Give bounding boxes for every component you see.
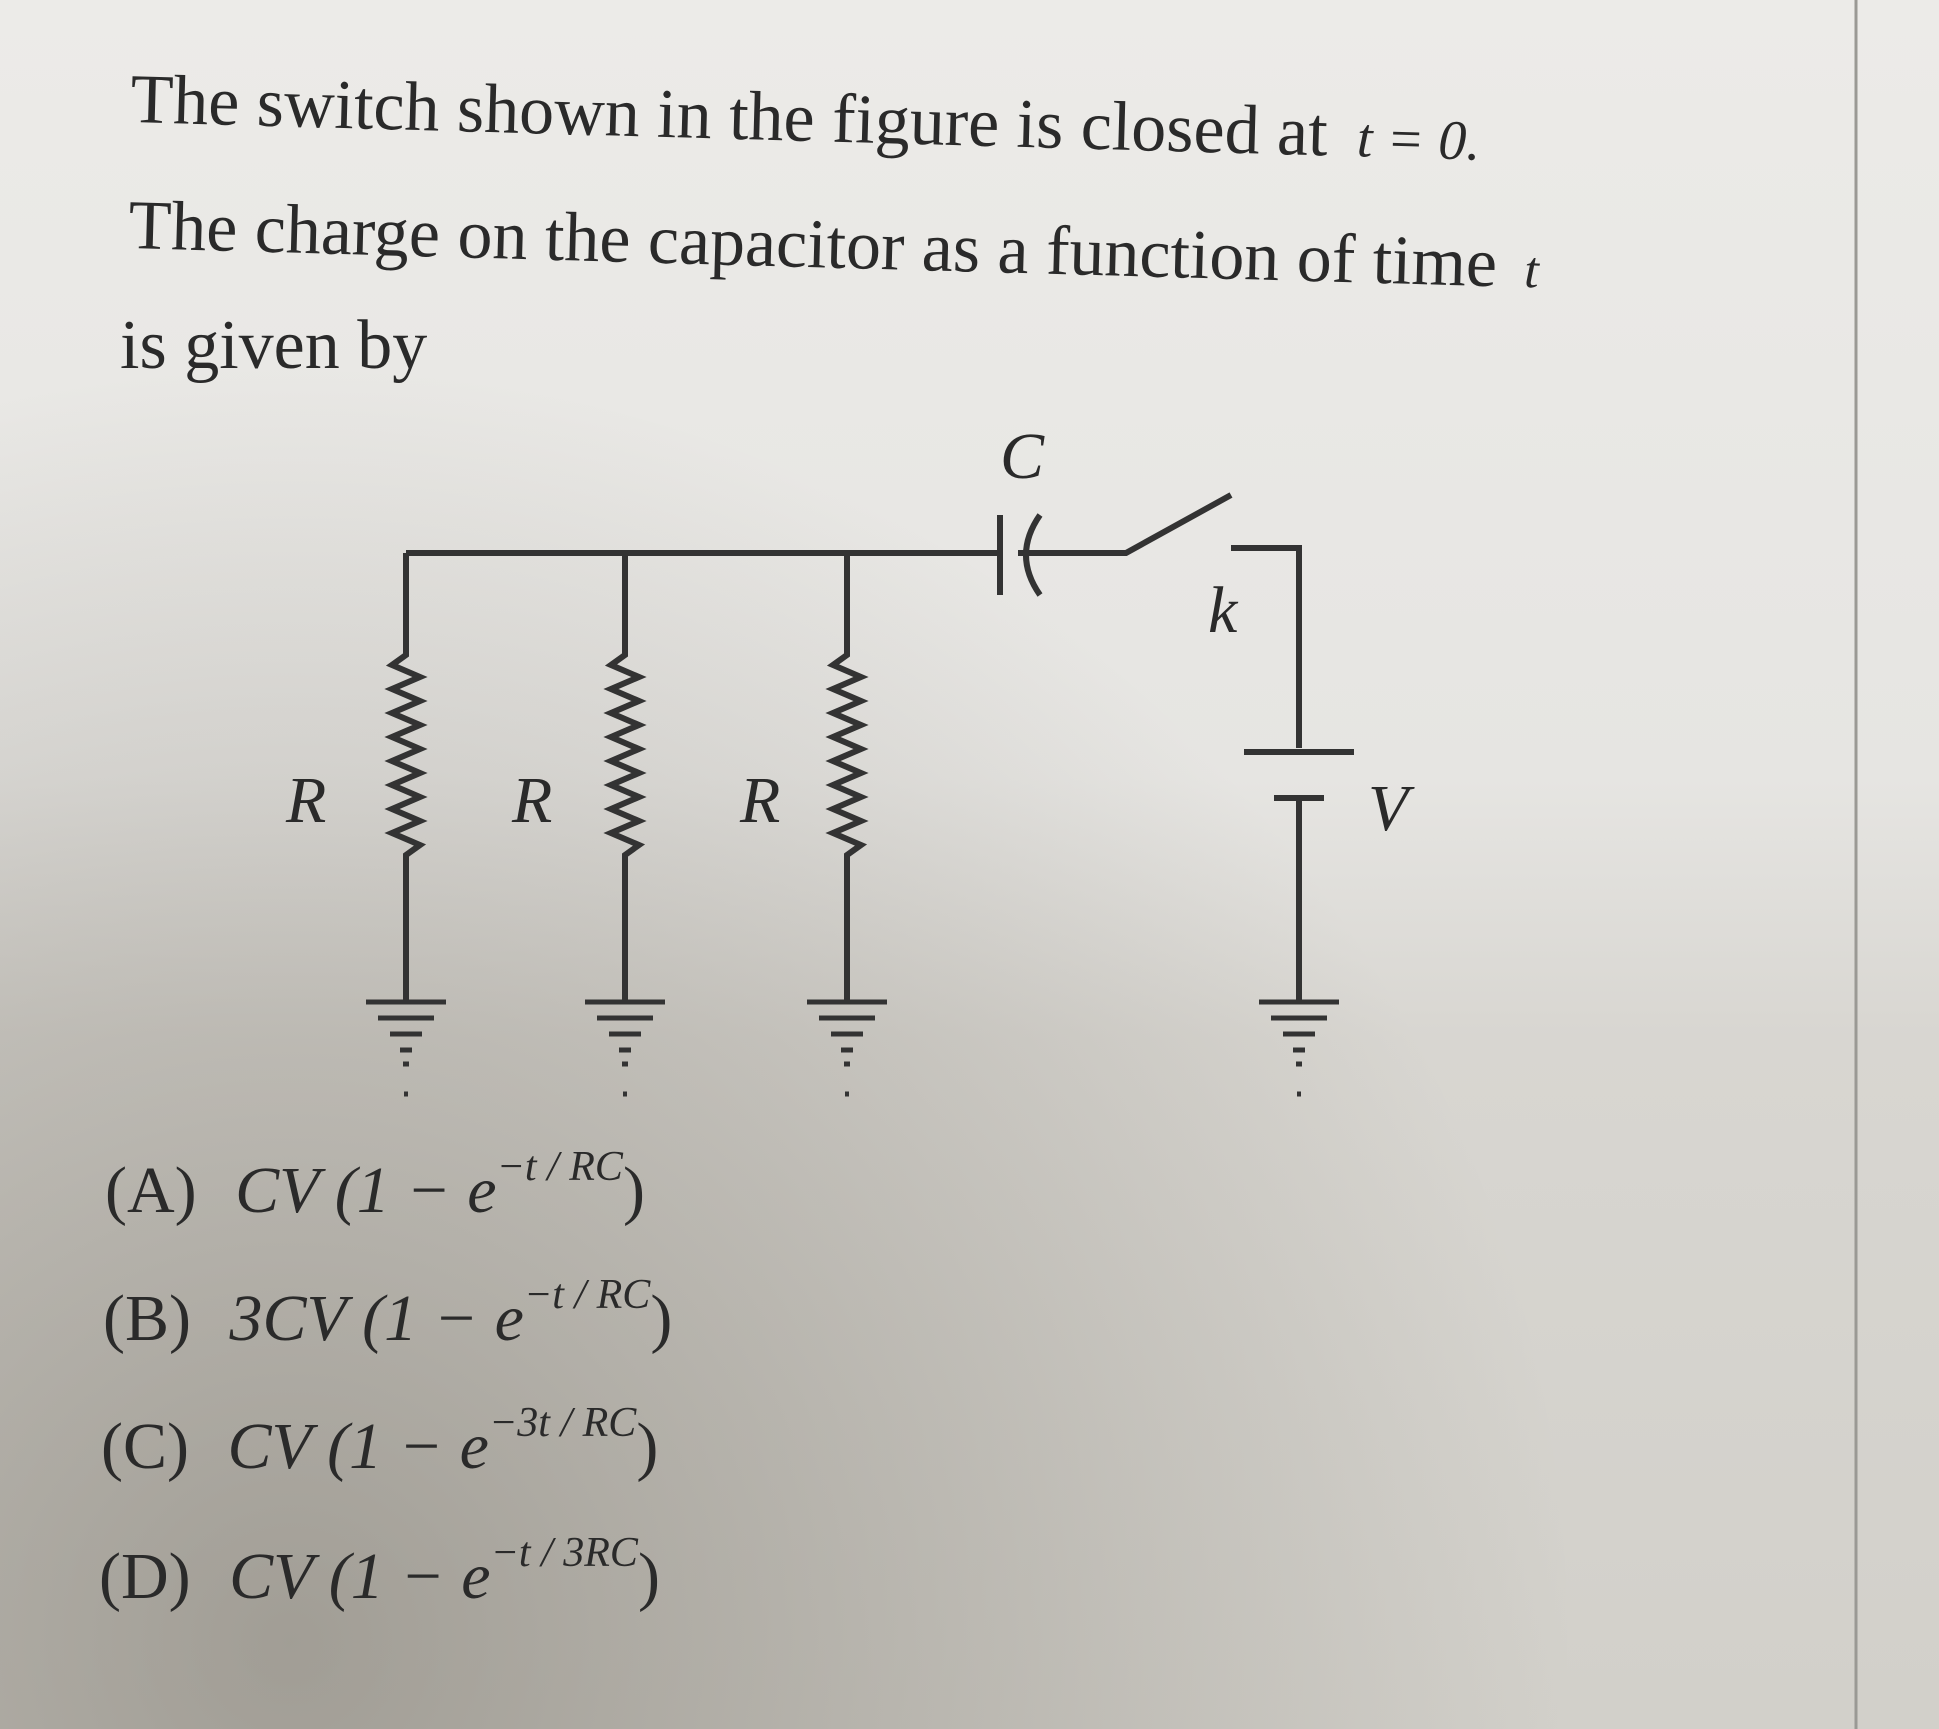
resistor-label-2: R: [511, 764, 552, 837]
answer-options: (A) CV (1 − e−t / RC) (B) 3CV (1 − e−t /…: [99, 1144, 672, 1613]
option-b[interactable]: (B) 3CV (1 − e−t / RC): [103, 1272, 672, 1355]
question-line-1: The switch shown in the figure is closed…: [130, 61, 1482, 176]
battery-label: V: [1368, 772, 1415, 845]
resistor-2: [603, 553, 647, 1000]
resistor-1: [384, 553, 428, 1000]
switch-label: k: [1208, 574, 1239, 647]
ground-symbols: [366, 999, 1339, 1097]
capacitor-plate-2: [1023, 513, 1043, 597]
circuit-diagram: [366, 492, 1354, 1097]
question-line-2: The charge on the capacitor as a functio…: [128, 187, 1542, 303]
option-c[interactable]: (C) CV (1 − e−3t / RC): [101, 1400, 658, 1483]
right-wire: [1231, 545, 1302, 748]
option-a[interactable]: (A) CV (1 − e−t / RC): [105, 1144, 645, 1227]
circuit-labels: R R R C k V: [285, 420, 1415, 845]
resistor-label-3: R: [739, 764, 780, 837]
option-d[interactable]: (D) CV (1 − e−t / 3RC): [99, 1530, 660, 1613]
resistor-label-1: R: [285, 764, 326, 837]
question-text: The switch shown in the figure is closed…: [120, 61, 1542, 384]
switch-k: [1018, 492, 1233, 556]
capacitor-label: C: [1000, 420, 1045, 493]
question-line-3: is given by: [120, 307, 427, 384]
resistor-3: [825, 553, 869, 1000]
